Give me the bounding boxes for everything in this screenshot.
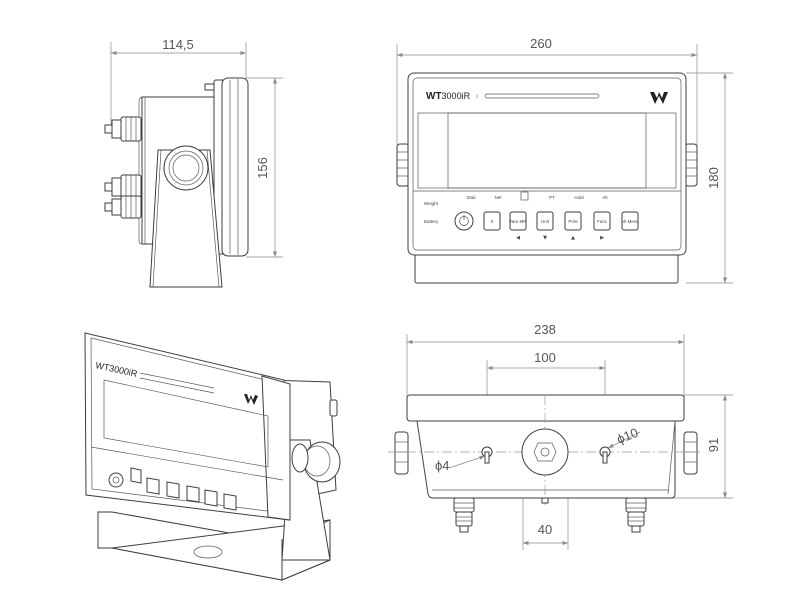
label-battery: Battery (424, 219, 439, 224)
svg-text:0: 0 (491, 219, 494, 224)
arrow-up-icon: ▲ (571, 235, 575, 241)
keyhole-left (481, 446, 493, 464)
tare-button-label: Tare MR (509, 219, 527, 224)
side-view: 114,5 156 (104, 37, 283, 288)
arrow-right-icon: ▶ (600, 235, 604, 241)
iso-brand-logo (244, 394, 258, 405)
zero-button[interactable] (483, 211, 501, 231)
arrow-left-icon: ◀ (516, 235, 520, 241)
indicator-stab: Stab (466, 195, 476, 200)
center-mount (521, 428, 569, 476)
func-button[interactable] (593, 211, 611, 231)
cable-gland-bottom-1 (104, 174, 142, 200)
dim-hole-spacing: 100 (534, 350, 556, 365)
dim-center-width: 40 (538, 522, 552, 537)
cable-gland-bottom-2 (104, 195, 142, 219)
svg-text:Print: Print (568, 219, 578, 224)
front-bluetooth-icon: ᛒ (476, 94, 479, 99)
dim-front-height: 180 (706, 167, 721, 189)
front-model-label: WT3000iR (426, 91, 471, 102)
dim-front-width: 260 (530, 36, 552, 51)
label-weight: Weight (424, 201, 439, 206)
indicator-hold: Hold (574, 195, 584, 200)
iso-knob (291, 441, 341, 483)
bottom-view: 238 100 91 40 (388, 322, 733, 550)
side-knob (163, 145, 209, 191)
print-button[interactable] (564, 211, 582, 231)
front-keypad: 0 Tare MR Unit Print Func Alt Menu ◀ ▼ ▲… (454, 211, 639, 241)
arrow-down-icon: ▼ (543, 235, 547, 241)
indicator-pt: PT (549, 195, 555, 200)
svg-text:Func: Func (597, 219, 608, 224)
indicator-alt: Alt (602, 195, 608, 200)
front-brand-logo (650, 92, 668, 104)
dim-bottom-depth: 91 (706, 438, 721, 452)
unit-button[interactable] (536, 211, 554, 231)
front-view: 260 180 WT3000iR ᛒ Stab (396, 36, 733, 284)
bottom-gland-right (625, 497, 647, 533)
bottom-gland-left (453, 497, 475, 533)
dim-side-depth: 114,5 (162, 37, 194, 52)
menu-button[interactable] (621, 211, 639, 231)
dim-side-height: 156 (255, 157, 270, 179)
indicator-net: Net (494, 195, 502, 200)
power-button[interactable] (454, 211, 474, 231)
menu-button-label: Alt Menu (621, 219, 639, 224)
svg-text:Unit: Unit (541, 219, 550, 224)
battery-level-icon (520, 191, 529, 201)
front-indicators: Stab Net PT Hold Alt (466, 191, 608, 201)
dim-bottom-width: 238 (534, 322, 556, 337)
dim-small-hole: ϕ4 (435, 458, 450, 473)
isometric-view: WT3000iR (84, 332, 341, 581)
tare-button[interactable] (509, 211, 527, 231)
cable-gland-top (104, 116, 142, 142)
keyhole-right (599, 446, 611, 464)
